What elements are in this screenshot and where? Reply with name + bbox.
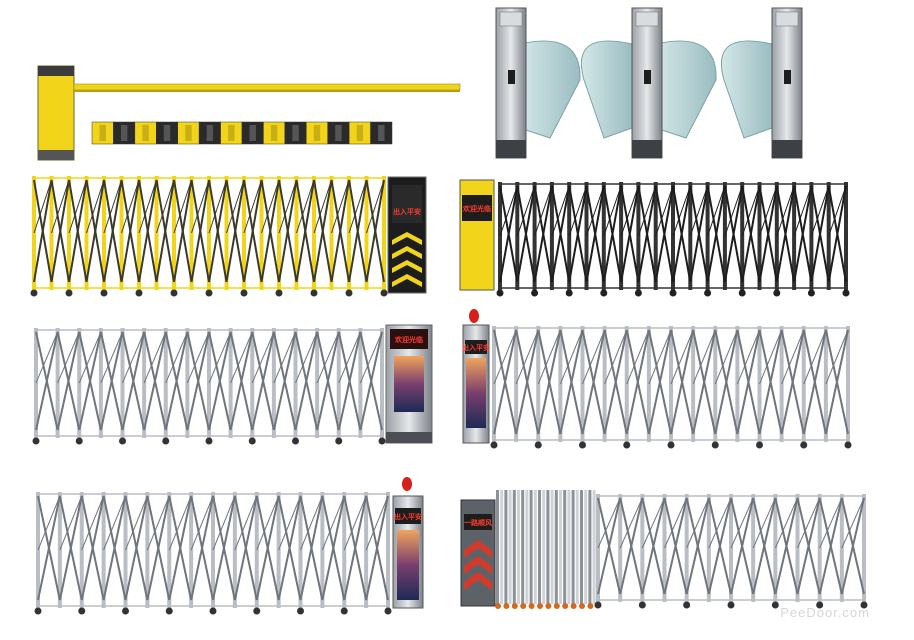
retractable-gate-compressed [495,490,596,609]
cabinet-led-sign: 欢迎光临 [394,335,423,344]
gate-pillar-lamp-bottom: 出入平安 [392,477,424,609]
retractable-gate-steel-slim [490,326,852,449]
retractable-gate-steel-bottom-left [34,492,392,615]
watermark: PeeDoor.com [780,605,870,620]
gate-control-box-bottom-right: 一路顺风 [460,499,496,607]
retractable-gate-steel-wide [32,328,386,445]
gate-display-cabinet: 欢迎光临 [385,324,433,444]
control-box-sign: 出入平安 [393,207,421,216]
retractable-gate-yellow-black [30,176,388,297]
retractable-gate-steel-bottom-right [594,494,868,609]
gate-pillar-lamp: 出入平安 [462,309,490,444]
pillar-sign: 出入平安 [462,343,490,352]
barrier-gate-yellow [37,65,461,161]
bottom-right-sign: 一路顺风 [464,518,492,527]
yellow-box-sign: 欢迎光临 [462,204,491,213]
gate-control-box-yellow: 欢迎光临 [459,179,495,291]
bottom-pillar-sign: 出入平安 [394,512,422,521]
retractable-gate-black [496,182,850,297]
gate-control-box-chevron: 出入平安 [387,176,427,294]
flap-turnstile-group [495,7,803,159]
barrier-arm-striped [91,121,393,145]
